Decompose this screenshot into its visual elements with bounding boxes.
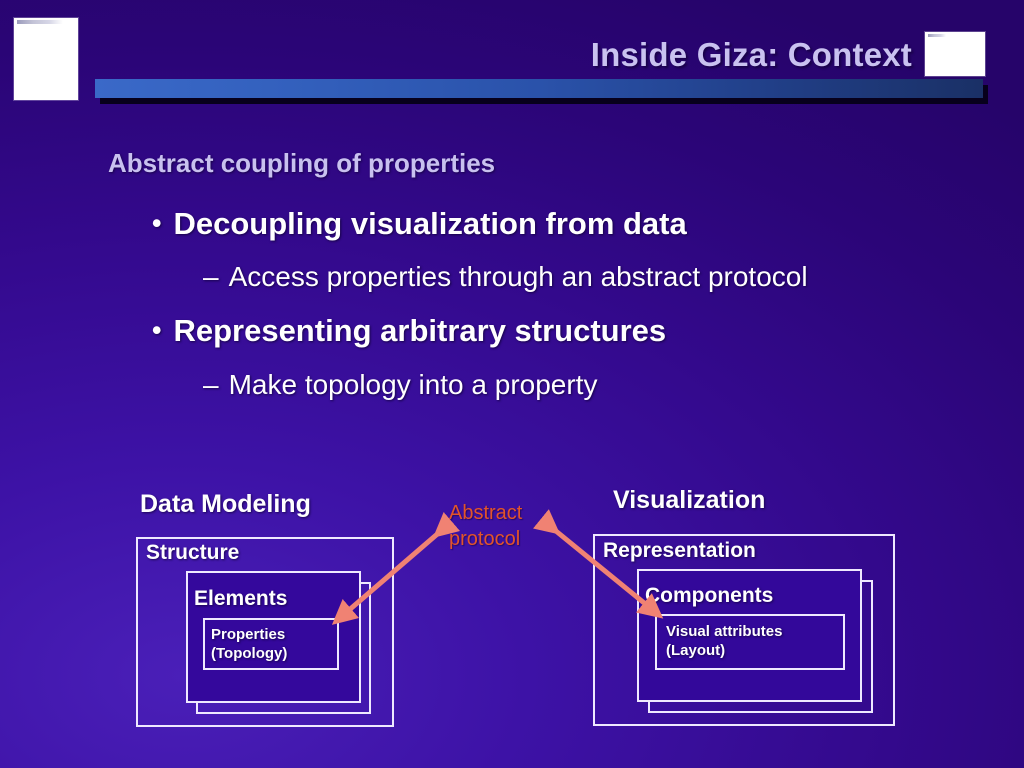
- connector-label-line1: Abstract: [449, 502, 523, 524]
- bullet-subitem-1: –Access properties through an abstract p…: [203, 261, 808, 293]
- bullet-text-1: Decoupling visualization from data: [173, 206, 687, 241]
- box-label-visual-attributes: Visual attributes (Layout): [666, 622, 782, 660]
- box-label-properties-line2: (Topology): [211, 645, 288, 662]
- box-representation: [593, 534, 895, 726]
- diagram-heading-data-modeling: Data Modeling: [140, 490, 311, 518]
- bullet-text-2: Representing arbitrary structures: [173, 313, 667, 348]
- dash-marker-icon: –: [203, 369, 219, 400]
- dash-marker-icon: –: [203, 261, 219, 292]
- box-label-representation: Representation: [603, 539, 756, 562]
- bullet-subtext-2: Make topology into a property: [228, 369, 598, 400]
- decorative-block-noise: [17, 20, 63, 24]
- bullet-subtext-1: Access properties through an abstract pr…: [228, 261, 808, 292]
- box-label-elements: Elements: [194, 587, 288, 610]
- decorative-block-noise: [928, 34, 946, 37]
- bullet-item-2: • Representing arbitrary structures: [152, 313, 666, 349]
- decorative-block-top-right: [925, 32, 985, 76]
- box-label-structure: Structure: [146, 541, 240, 564]
- box-label-properties-line1: Properties: [211, 626, 286, 643]
- connector-label-abstract-protocol: Abstract protocol: [449, 500, 522, 552]
- box-properties: [203, 618, 339, 670]
- subheading: Abstract coupling of properties: [108, 148, 496, 178]
- box-structure: [136, 537, 394, 727]
- bullet-marker-icon: •: [152, 208, 162, 238]
- bullet-subitem-2: –Make topology into a property: [203, 369, 597, 401]
- bullet-item-1: • Decoupling visualization from data: [152, 206, 687, 242]
- header-rule: [95, 79, 983, 98]
- box-label-properties: Properties (Topology): [211, 625, 287, 663]
- diagram-heading-visualization: Visualization: [613, 486, 766, 514]
- slide-title: Inside Giza: Context: [590, 36, 912, 73]
- box-visual-attributes: [655, 614, 845, 670]
- connector-label-line2: protocol: [449, 528, 521, 550]
- box-label-components: Components: [645, 584, 774, 607]
- box-label-visual-attributes-line1: Visual attributes: [666, 623, 783, 640]
- bullet-marker-icon: •: [152, 315, 162, 345]
- decorative-block-top-left: [14, 18, 78, 100]
- box-label-visual-attributes-line2: (Layout): [666, 642, 726, 659]
